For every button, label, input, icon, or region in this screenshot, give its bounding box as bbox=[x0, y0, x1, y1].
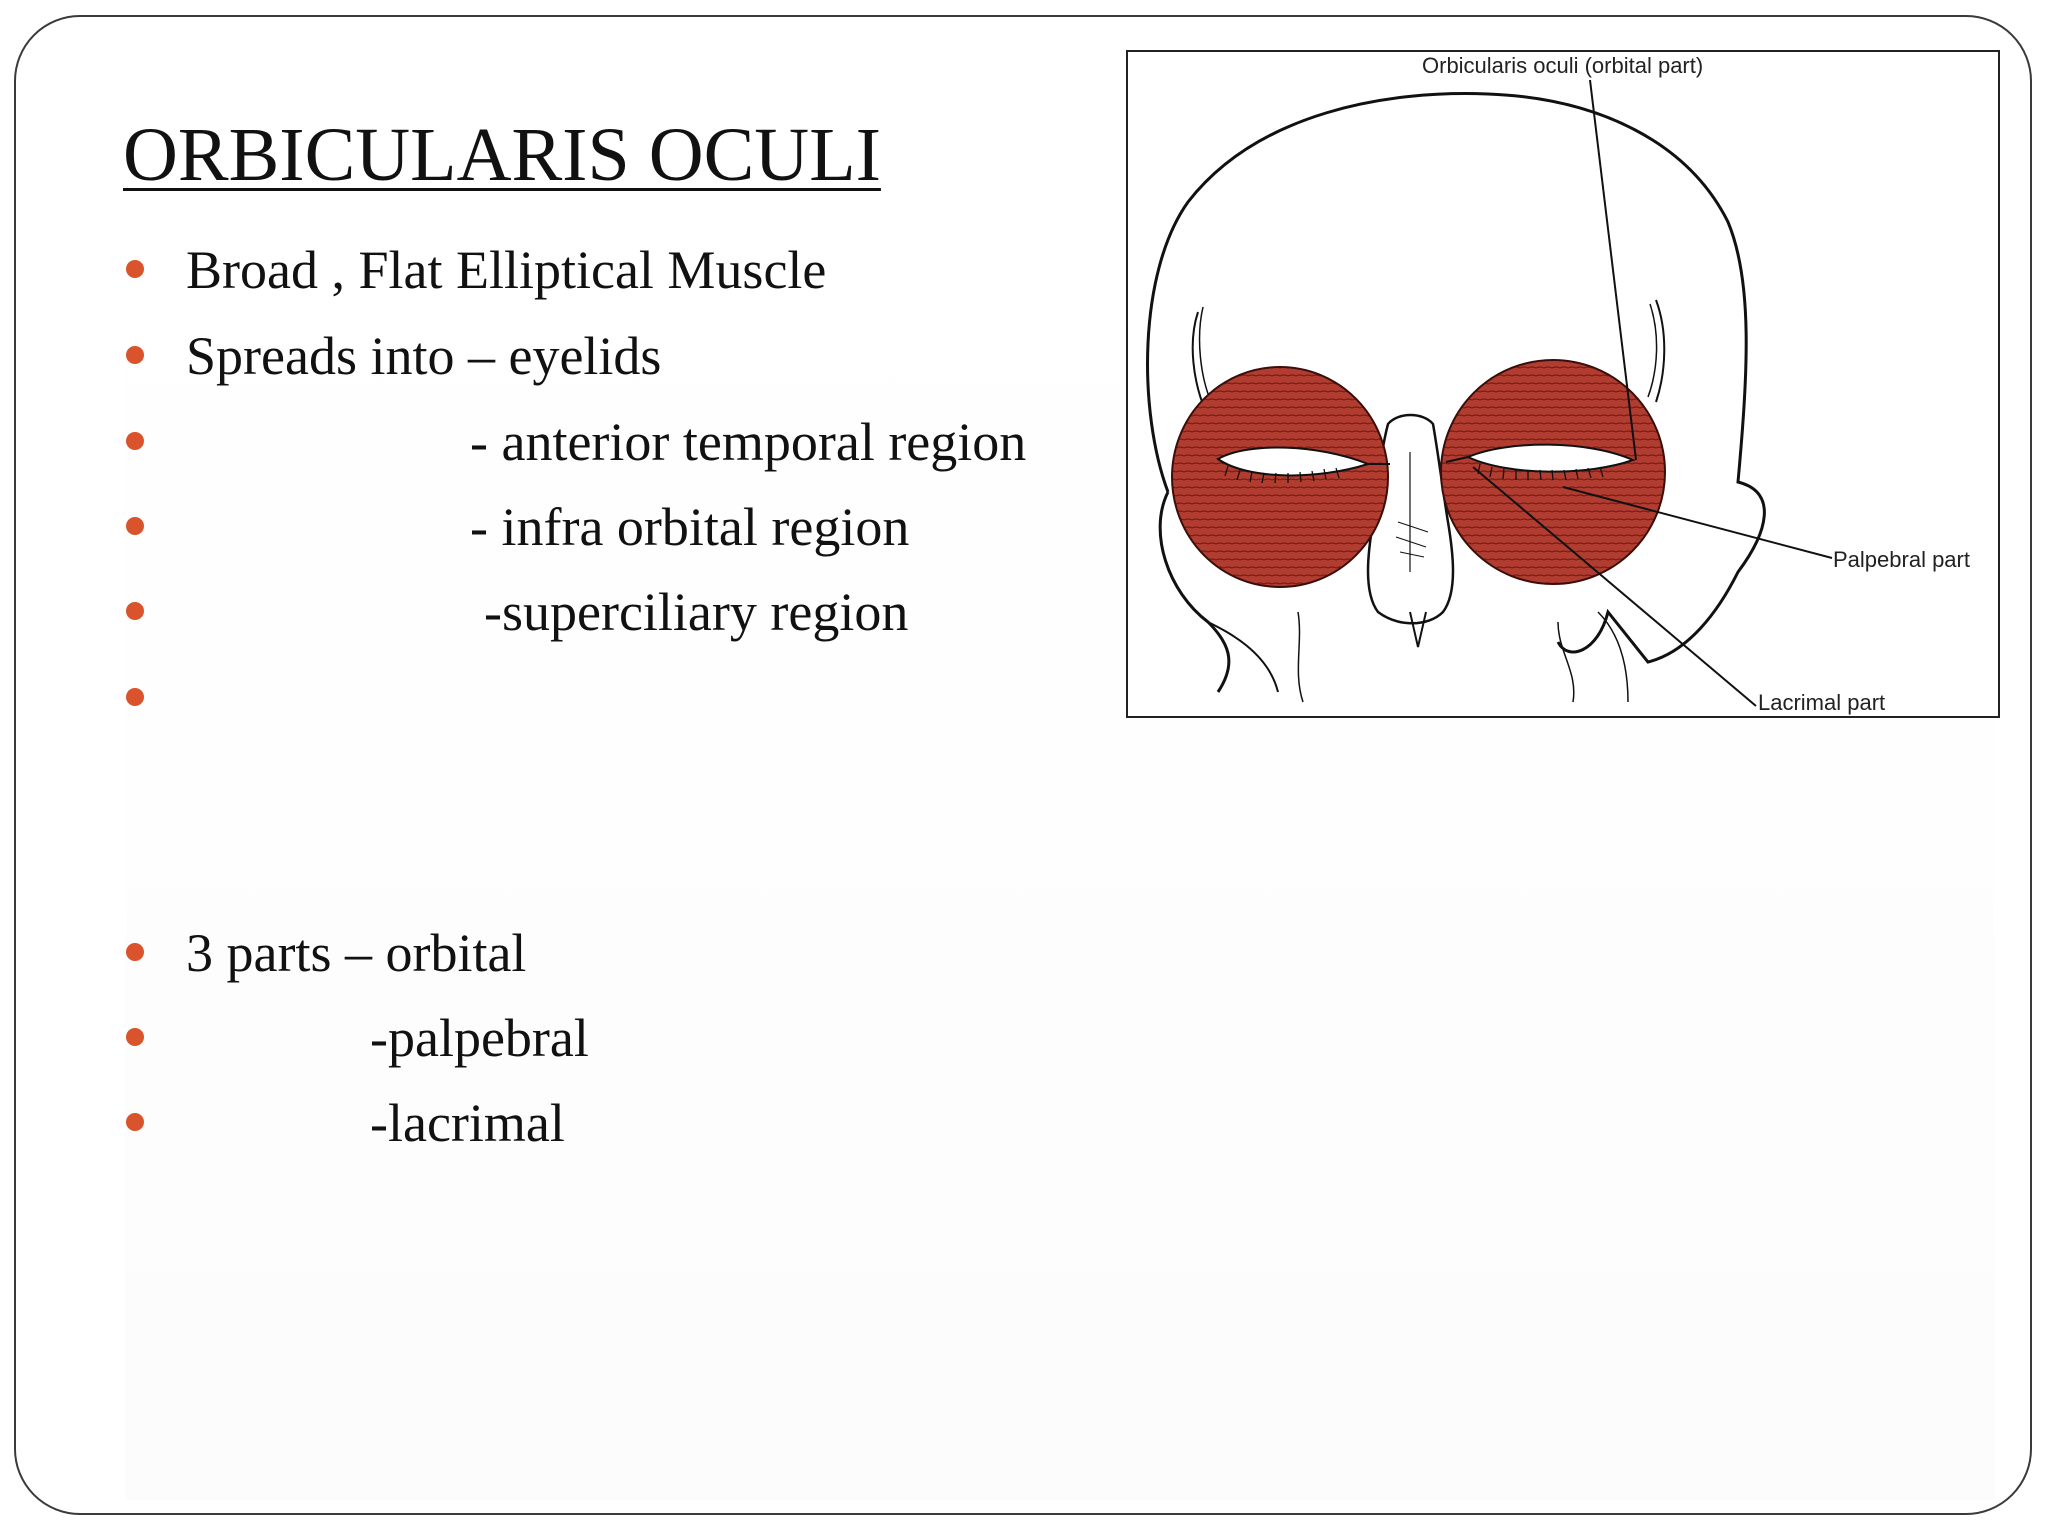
bullet-item: -lacrimal bbox=[126, 1093, 1086, 1153]
label-orbital-part: Orbicularis oculi (orbital part) bbox=[1422, 53, 1704, 78]
bullet-dot-icon bbox=[126, 602, 144, 620]
skull-outline bbox=[1146, 92, 1766, 664]
bullet-item bbox=[126, 668, 1086, 728]
bullet-item: Spreads into – eyelids bbox=[126, 326, 1086, 386]
bullet-dot-icon bbox=[126, 943, 144, 961]
bullet-text: 3 parts – orbital bbox=[186, 923, 527, 983]
bullet-text: -palpebral bbox=[370, 1008, 589, 1068]
bullet-item: - anterior temporal region bbox=[126, 412, 1086, 472]
label-palpebral-part: Palpebral part bbox=[1833, 547, 1970, 572]
slide-title: ORBICULARIS OCULI bbox=[123, 113, 881, 197]
bullet-dot-icon bbox=[126, 1028, 144, 1046]
bullet-text: Broad , Flat Elliptical Muscle bbox=[186, 240, 827, 300]
anatomy-figure: Orbicularis oculi (orbital part) Palpebr… bbox=[1126, 50, 2000, 718]
bullet-item: -superciliary region bbox=[126, 582, 1086, 642]
bullet-dot-icon bbox=[126, 260, 144, 278]
bullet-item: - infra orbital region bbox=[126, 497, 1086, 557]
bullet-dot-icon bbox=[126, 1113, 144, 1131]
bullet-text: Spreads into – eyelids bbox=[186, 326, 662, 386]
bullet-text: - infra orbital region bbox=[470, 497, 910, 557]
label-lacrimal-part: Lacrimal part bbox=[1758, 690, 1886, 715]
bullet-dot-icon bbox=[126, 688, 144, 706]
bullet-dot-icon bbox=[126, 517, 144, 535]
bullet-item: Broad , Flat Elliptical Muscle bbox=[126, 240, 1086, 300]
bullet-dot-icon bbox=[126, 432, 144, 450]
bullet-item: 3 parts – orbital bbox=[126, 923, 1086, 983]
bullet-text: -lacrimal bbox=[370, 1093, 565, 1153]
left-orbicularis-muscle bbox=[1171, 366, 1389, 588]
bullet-dot-icon bbox=[126, 346, 144, 364]
bullet-text: - anterior temporal region bbox=[470, 412, 1027, 472]
skull-illustration bbox=[1146, 79, 1833, 707]
bullet-text: -superciliary region bbox=[484, 582, 909, 642]
bullet-item: -palpebral bbox=[126, 1008, 1086, 1068]
